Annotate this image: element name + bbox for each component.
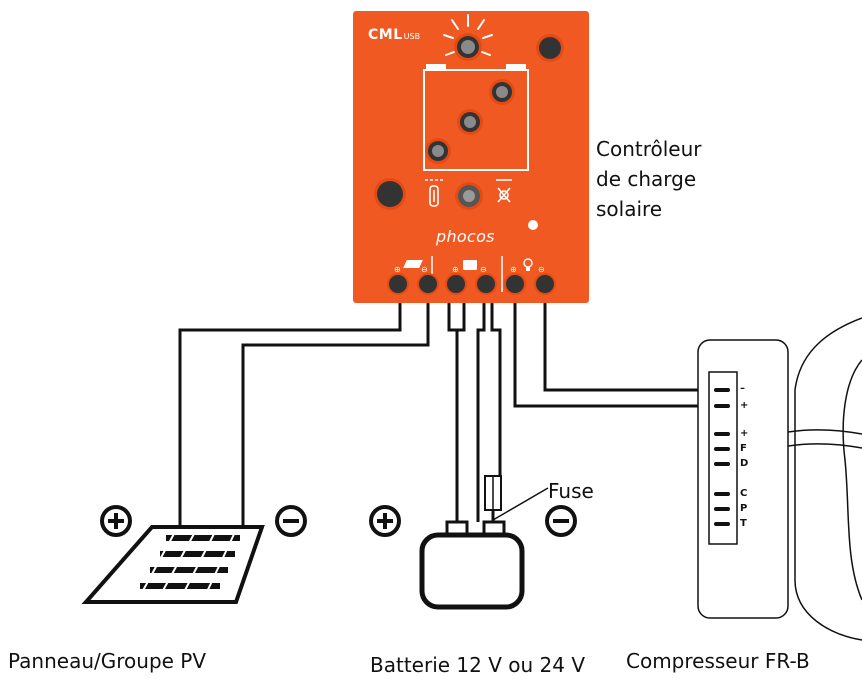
controller-caption: Contrôleur de charge solaire (596, 137, 702, 221)
terminal-t: T (740, 518, 747, 529)
svg-text:⊖: ⊖ (480, 265, 487, 274)
svg-text:⊕: ⊕ (394, 265, 401, 274)
minus-circle-icon (545, 505, 577, 537)
svg-text:⊖: ⊖ (538, 265, 545, 274)
terminal-c: C (740, 488, 748, 499)
terminal-plus-2: + (740, 428, 749, 439)
fuse (484, 475, 549, 522)
plus-circle-icon (369, 505, 401, 537)
battery-icon (419, 520, 525, 610)
terminal-minus: – (740, 383, 745, 394)
battery-label: Batterie 12 V ou 24 V (370, 653, 586, 677)
terminal-d: D (740, 458, 749, 469)
fuse-label: Fuse (548, 479, 594, 503)
load-off-icon (496, 179, 512, 203)
controller-brand-label: phocos (436, 227, 495, 246)
charge-controller: ⊕ ⊖ ⊕ ⊖ ⊕ ⊖ (353, 11, 589, 303)
terminal-p: P (740, 503, 748, 514)
svg-text:⊕: ⊕ (452, 265, 459, 274)
plus-circle-icon (100, 505, 132, 537)
controller-model-label: CMLUSB (368, 27, 421, 43)
terminal-screws (387, 273, 556, 295)
compressor-label: Compresseur FR-B (626, 649, 810, 673)
solar-panel-icon (81, 525, 265, 604)
battery-level-leds (425, 79, 515, 164)
usb-icon (425, 179, 443, 207)
panel-label: Panneau/Groupe PV (8, 649, 207, 673)
svg-text:⊕: ⊕ (510, 265, 517, 274)
terminal-f: F (740, 443, 747, 454)
svg-text:⊖: ⊖ (421, 265, 428, 274)
terminal-plus: + (740, 400, 749, 411)
minus-circle-icon (275, 505, 307, 537)
sun-led-icon (443, 14, 493, 61)
terminal-icons: ⊕ ⊖ ⊕ ⊖ ⊕ ⊖ (394, 258, 545, 274)
wires (178, 303, 720, 530)
compressor-icon (697, 317, 862, 641)
